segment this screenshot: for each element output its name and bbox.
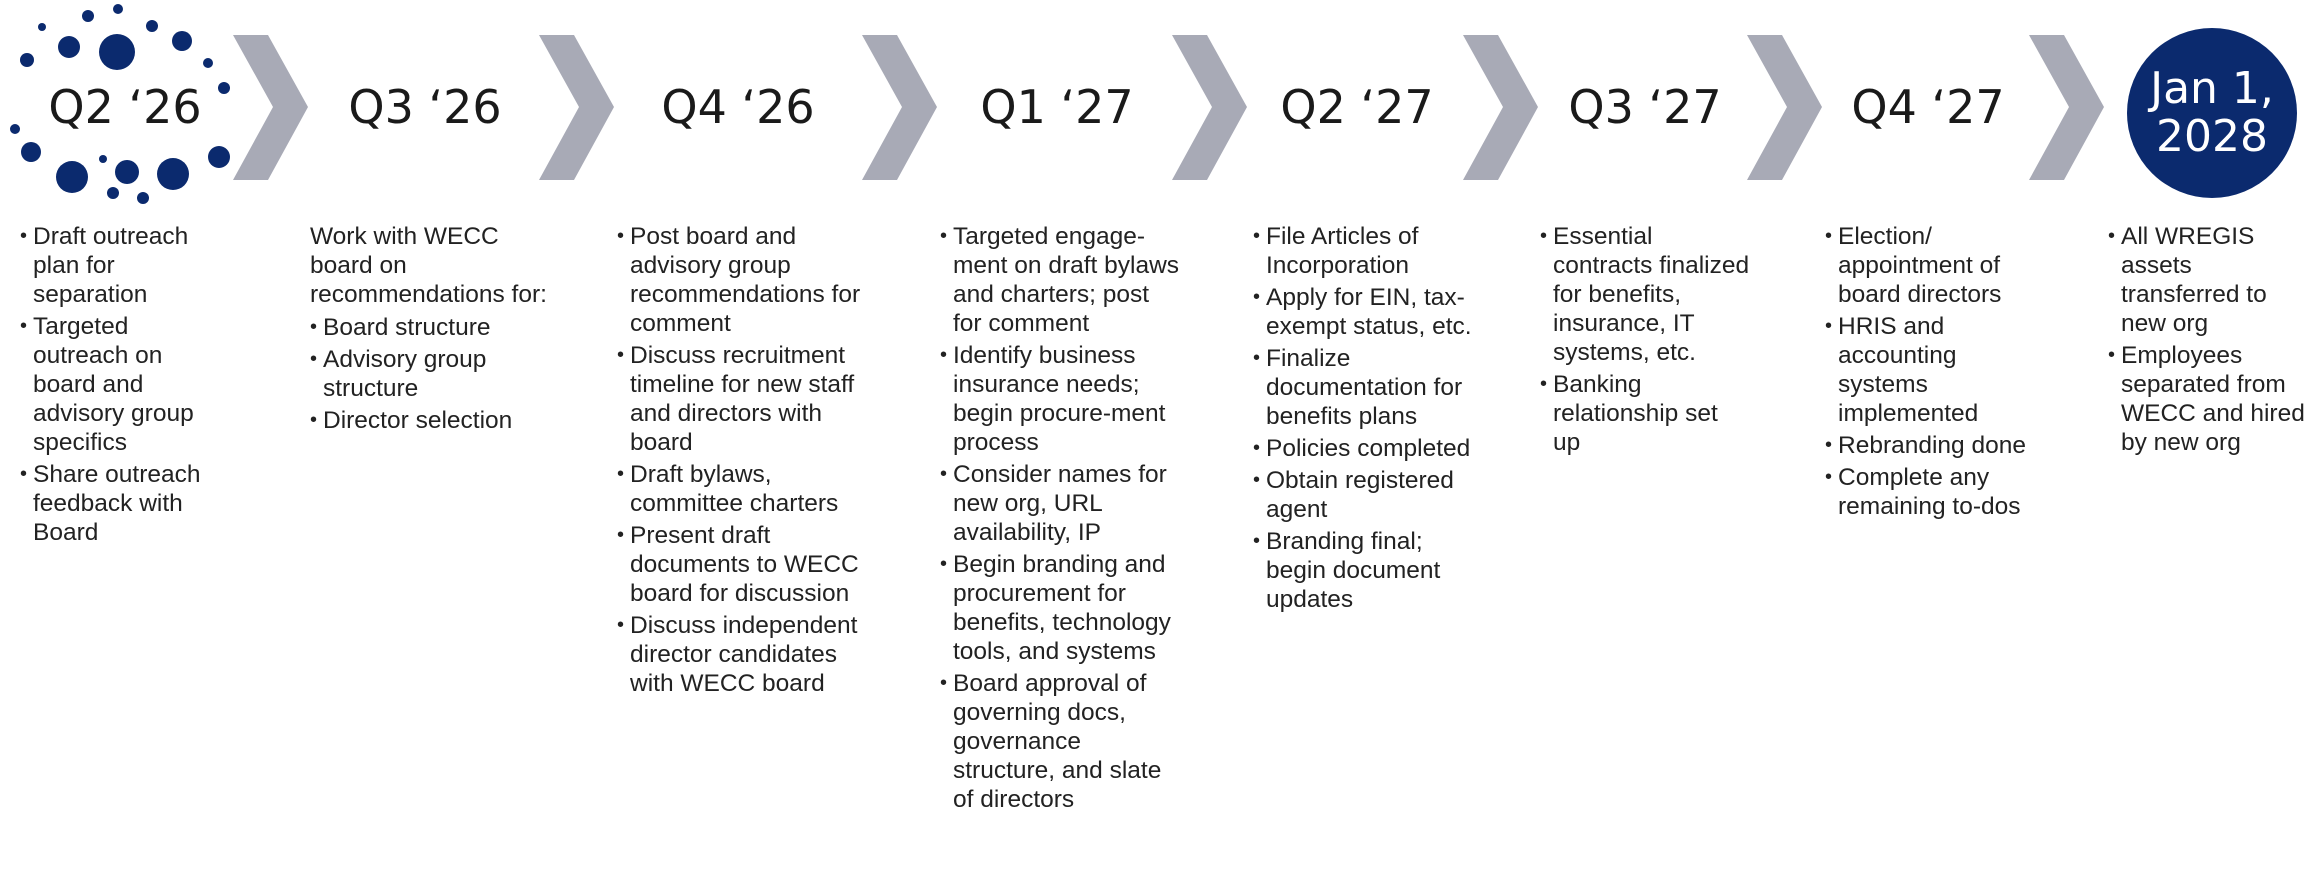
list-item: Begin branding and procurement for benef…: [940, 550, 1180, 666]
list-item: All WREGIS assets transferred to new org: [2108, 222, 2313, 338]
list-item: Board approval of governing docs, govern…: [940, 669, 1180, 814]
chevron-arrow: [539, 35, 614, 180]
final-milestone-circle: Jan 1, 2028: [2127, 28, 2297, 198]
list-item: Finalize documentation for benefits plan…: [1253, 344, 1473, 431]
list-item: HRIS and accounting systems implemented: [1825, 312, 2035, 428]
column-q2-26: Draft outreach plan for separation Targe…: [20, 222, 230, 550]
quarter-label-q2-26: Q2 ‘26: [48, 80, 202, 134]
column-q4-27: Election/ appointment of board directors…: [1825, 222, 2035, 524]
quarter-label-q2-27: Q2 ‘27: [1280, 80, 1434, 134]
final-milestone-line1: Jan 1,: [2150, 63, 2274, 114]
quarter-label-q3-26: Q3 ‘26: [348, 80, 502, 134]
list-item: Advisory group structure: [310, 345, 550, 403]
list-item: Complete any remaining to-dos: [1825, 463, 2035, 521]
list-item: Targeted engage-ment on draft bylaws and…: [940, 222, 1180, 338]
list-item: Share outreach feedback with Board: [20, 460, 230, 547]
chevron-arrow: [862, 35, 937, 180]
quarter-label-q4-26: Q4 ‘26: [661, 80, 815, 134]
list-item: Banking relationship set up: [1540, 370, 1750, 457]
dots-decoration: [10, 4, 230, 204]
list-item: Obtain registered agent: [1253, 466, 1473, 524]
column-q1-27: Targeted engage-ment on draft bylaws and…: [940, 222, 1180, 817]
list-item: File Articles of Incorporation: [1253, 222, 1473, 280]
list-item: Identify business insurance needs; begin…: [940, 341, 1180, 457]
column-q2-27: File Articles of Incorporation Apply for…: [1253, 222, 1473, 617]
list-item: Present draft documents to WECC board fo…: [617, 521, 867, 608]
final-milestone-line2: 2028: [2156, 111, 2268, 162]
list-item: Draft bylaws, committee charters: [617, 460, 867, 518]
list-item: Discuss recruitment timeline for new sta…: [617, 341, 867, 457]
list-item: Policies completed: [1253, 434, 1473, 463]
list-item: Apply for EIN, tax-exempt status, etc.: [1253, 283, 1473, 341]
list-item: Discuss independent director candidates …: [617, 611, 867, 698]
list-item: Election/ appointment of board directors: [1825, 222, 2035, 309]
list-item: Rebranding done: [1825, 431, 2035, 460]
chevron-arrow: [1172, 35, 1247, 180]
list-item: Director selection: [310, 406, 550, 435]
quarter-label-q1-27: Q1 ‘27: [980, 80, 1134, 134]
list-item: Draft outreach plan for separation: [20, 222, 230, 309]
list-item: Essential contracts finalized for benefi…: [1540, 222, 1750, 367]
column-q3-26: Work with WECC board on recommendations …: [310, 222, 550, 438]
quarter-label-q3-27: Q3 ‘27: [1568, 80, 1722, 134]
list-item: Branding final; begin document updates: [1253, 527, 1473, 614]
chevron-arrow: [1463, 35, 1538, 180]
column-q3-27: Essential contracts finalized for benefi…: [1540, 222, 1750, 460]
chevron-arrow: [1747, 35, 1822, 180]
column-jan-2028: All WREGIS assets transferred to new org…: [2108, 222, 2313, 460]
column-q4-26: Post board and advisory group recommenda…: [617, 222, 867, 701]
quarter-label-q4-27: Q4 ‘27: [1851, 80, 2005, 134]
chevron-arrow: [2029, 35, 2104, 180]
list-item: Post board and advisory group recommenda…: [617, 222, 867, 338]
list-item: Board structure: [310, 313, 550, 342]
chevron-arrow: [233, 35, 308, 180]
list-item: Consider names for new org, URL availabi…: [940, 460, 1180, 547]
column-intro: Work with WECC board on recommendations …: [310, 223, 547, 308]
list-item: Targeted outreach on board and advisory …: [20, 312, 230, 457]
list-item: Employees separated from WECC and hired …: [2108, 341, 2313, 457]
